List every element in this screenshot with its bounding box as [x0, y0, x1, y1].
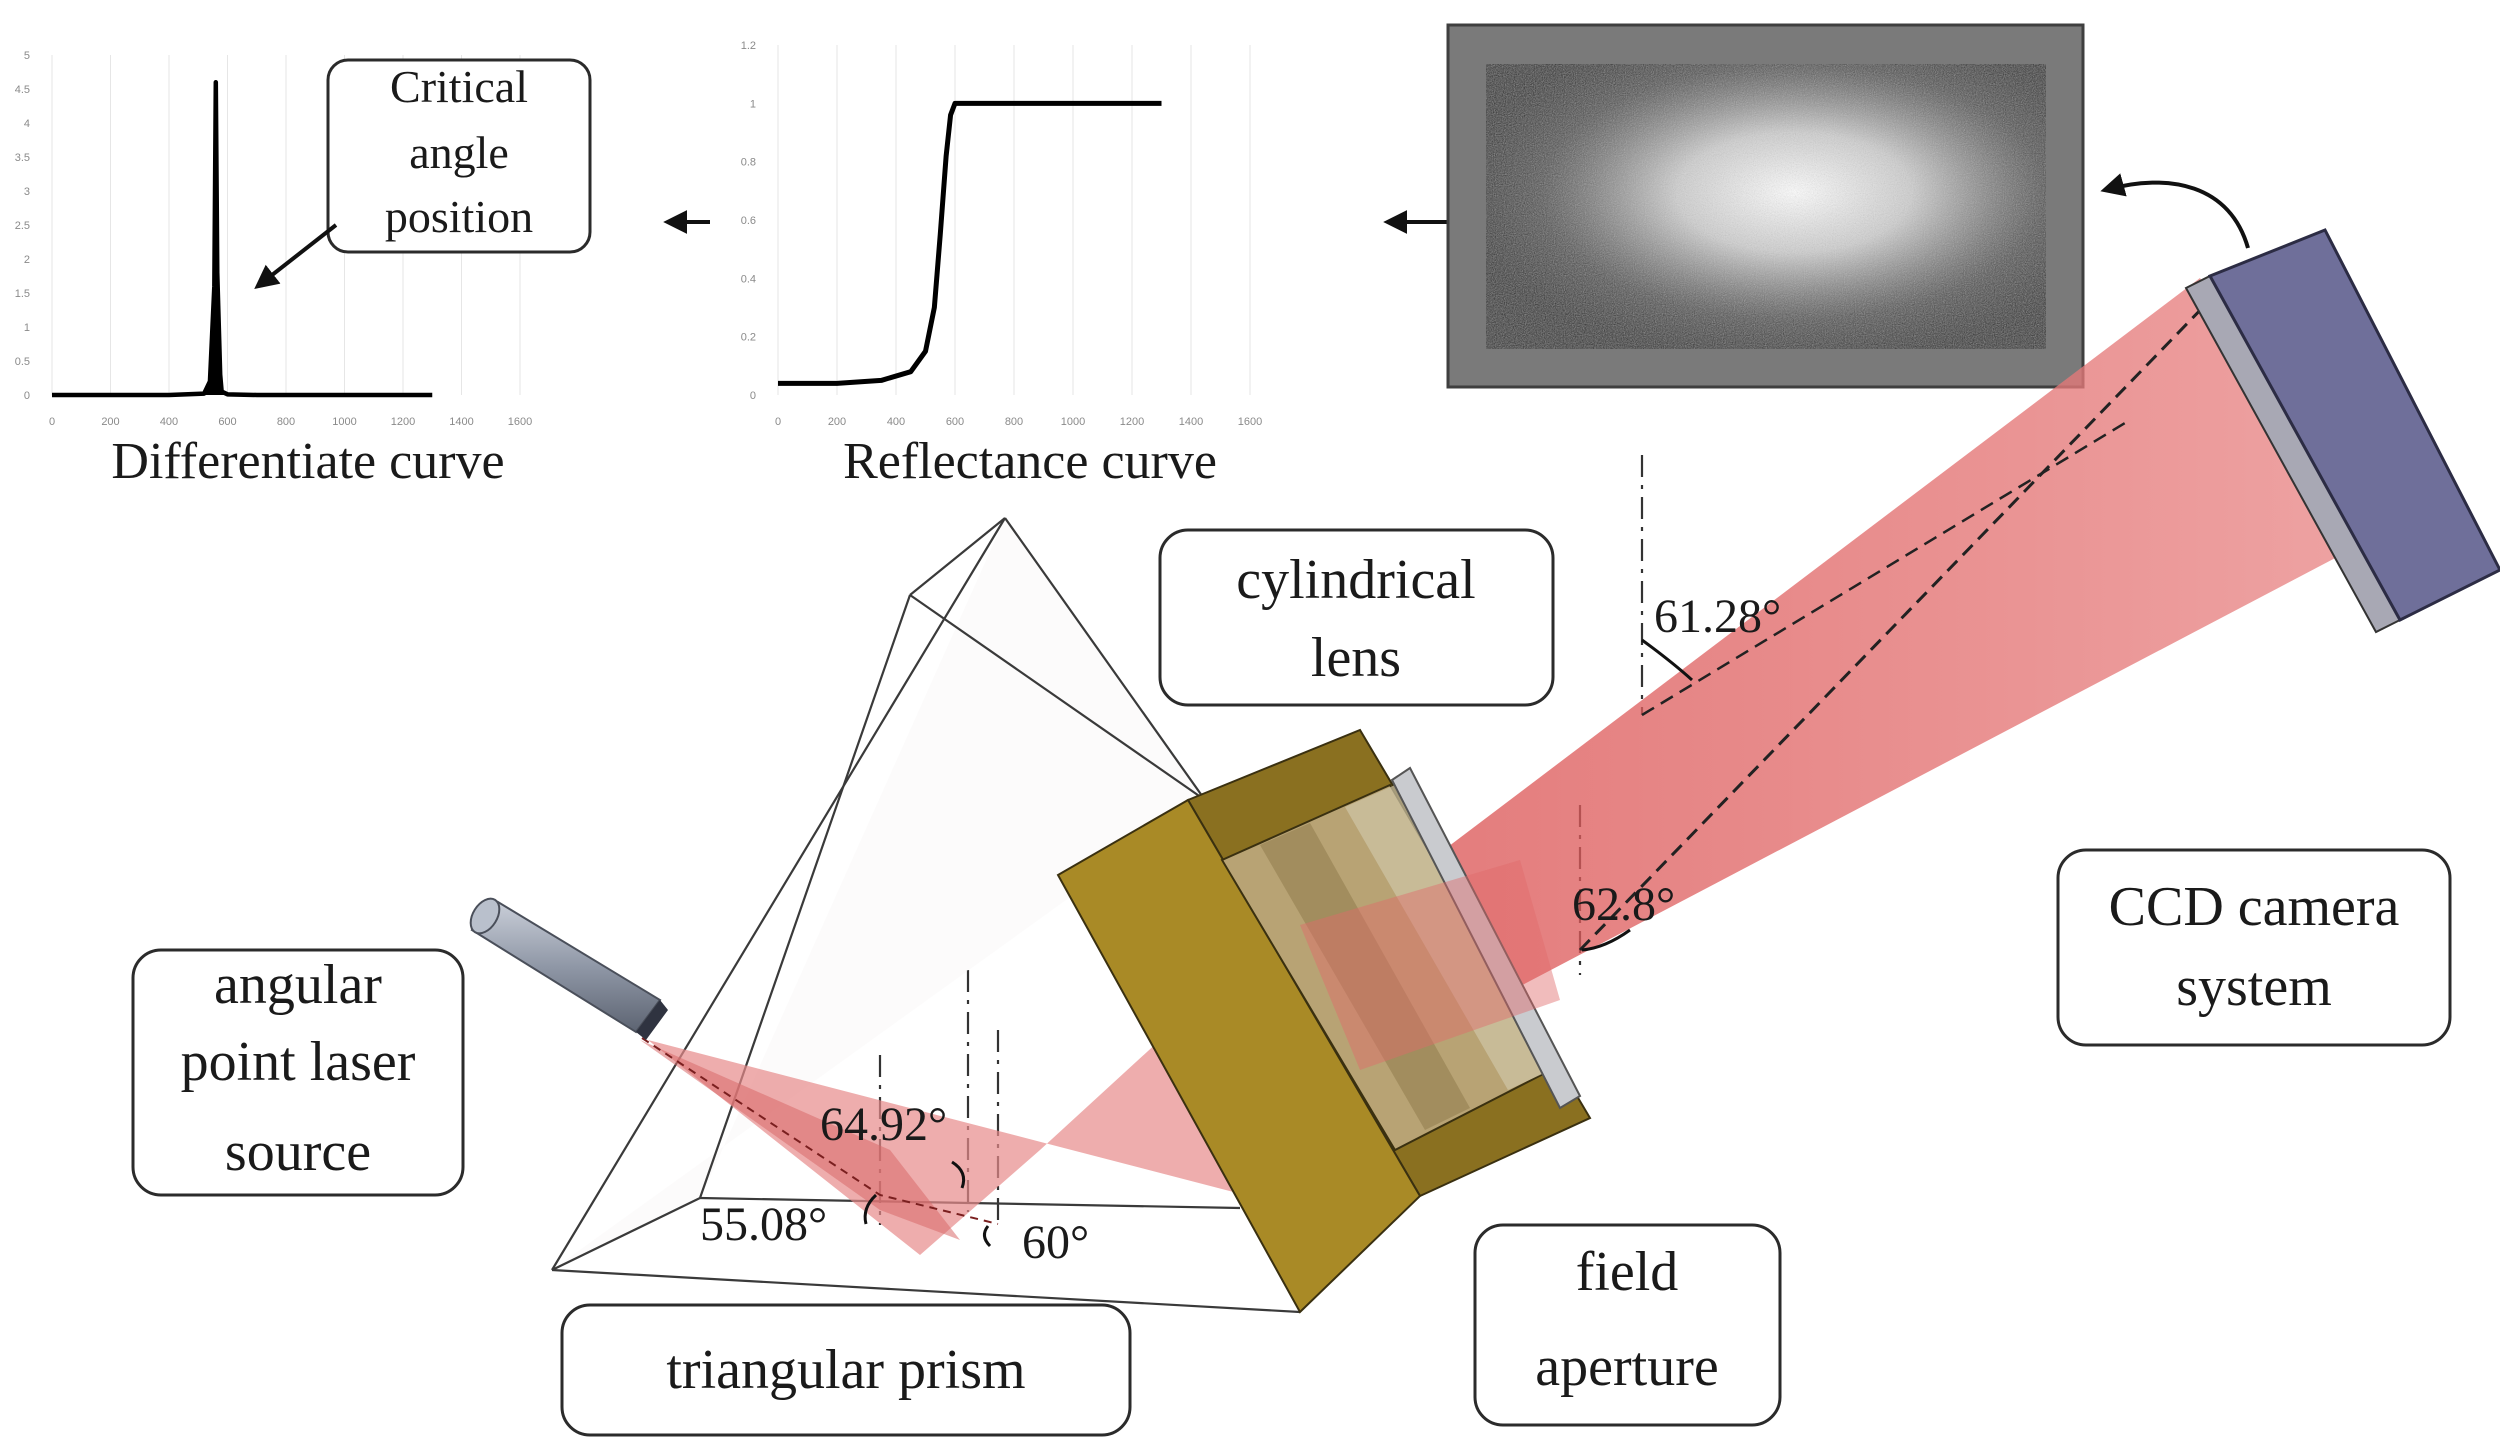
field-aperture-label: field aperture	[1473, 1223, 1782, 1427]
critical-angle-callout: Critical angle position	[254, 58, 592, 289]
y-tick-label: 0.4	[741, 273, 756, 285]
differentiate-caption: Differentiate curve	[111, 433, 504, 490]
angle-arc-61	[1641, 638, 1694, 682]
beam-in-prism	[648, 1040, 1245, 1255]
triangular-prism-label: triangular prism	[560, 1303, 1132, 1437]
y-tick-label: 3	[24, 186, 30, 198]
laser-source-line-2: point laser	[181, 1031, 416, 1093]
x-tick-label: 1400	[1179, 416, 1203, 428]
angle-arc-60	[983, 1225, 992, 1248]
y-tick-label: 4.5	[15, 84, 30, 96]
laser-source-body	[469, 897, 668, 1040]
x-tick-label: 400	[160, 416, 178, 428]
ccd-camera-body	[2184, 228, 2500, 634]
reflectance-chart: 0 0.2 0.4 0.6 0.8 1 1.2 0 200 400 600 800 1000 1200 14…	[741, 40, 1263, 428]
triangular-prism-text: triangular prism	[666, 1339, 1025, 1401]
y-tick-label: 5	[24, 50, 30, 62]
cylindrical-lens-element	[1390, 766, 1582, 1110]
x-tick-label: 1600	[508, 416, 532, 428]
callout-line-1: Critical	[390, 61, 528, 112]
callout-line-2: angle	[409, 127, 509, 178]
y-tick-label: 0.6	[741, 215, 756, 227]
x-tick-label: 1000	[1061, 416, 1085, 428]
y-tick-label: 0.2	[741, 332, 756, 344]
angle-64-92: 64.92°	[820, 1098, 947, 1151]
camera-to-screen-arrow	[2100, 173, 2250, 249]
y-tick-label: 1	[750, 98, 756, 110]
callout-pointer	[254, 223, 338, 289]
x-tick-label: 400	[887, 416, 905, 428]
cylindrical-lens-line-2: lens	[1311, 627, 1401, 689]
y-tick-label: 2	[24, 254, 30, 266]
x-tick-label: 1600	[1238, 416, 1262, 428]
field-aperture-line-2: aperture	[1535, 1336, 1718, 1398]
triangular-prism	[551, 517, 1301, 1314]
cylindrical-lens-label: cylindrical lens	[1158, 528, 1555, 707]
x-tick-label: 200	[828, 416, 846, 428]
x-tick-label: 0	[775, 416, 781, 428]
angle-55-08: 55.08°	[700, 1198, 827, 1251]
y-tick-label: 1.5	[15, 288, 30, 300]
ccd-image-screen	[1446, 23, 2085, 389]
callout-line-3: position	[385, 191, 533, 242]
x-tick-label: 600	[946, 416, 964, 428]
y-tick-label: 0	[24, 390, 30, 402]
beam-entry-fan	[640, 1040, 960, 1240]
angle-60: 60°	[1022, 1216, 1089, 1269]
x-tick-label: 0	[49, 416, 55, 428]
x-tick-label: 1400	[449, 416, 473, 428]
ccd-camera-line-2: system	[2176, 956, 2332, 1018]
cylindrical-lens-line-1: cylindrical	[1236, 549, 1475, 611]
beam-to-camera	[1305, 278, 2360, 1065]
laser-source-label: angular point laser source	[131, 948, 465, 1197]
reflectance-caption: Reflectance curve	[843, 433, 1217, 490]
y-tick-label: 3.5	[15, 152, 30, 164]
x-tick-label: 800	[277, 416, 295, 428]
angle-arc-55	[863, 1193, 878, 1225]
field-aperture-assembly	[1056, 728, 1592, 1314]
x-tick-label: 1200	[391, 416, 415, 428]
angle-arc-62	[1581, 928, 1631, 952]
y-tick-label: 0.8	[741, 157, 756, 169]
y-tick-label: 4	[24, 118, 30, 130]
y-tick-label: 0.5	[15, 356, 30, 368]
laser-source-line-3: source	[225, 1121, 371, 1183]
beam-edge-dashed	[1578, 298, 2212, 952]
angle-61-28: 61.28°	[1654, 590, 1781, 643]
y-tick-label: 0	[750, 390, 756, 402]
angle-62-8: 62.8°	[1572, 878, 1675, 931]
x-tick-label: 1000	[332, 416, 356, 428]
laser-ray	[641, 1037, 999, 1225]
y-tick-label: 2.5	[15, 220, 30, 232]
laser-source-line-1: angular	[214, 954, 382, 1016]
beam-edge-dashed-top	[1641, 418, 2131, 717]
y-tick-label: 1.2	[741, 40, 756, 52]
field-aperture-line-1: field	[1576, 1241, 1679, 1303]
x-tick-label: 600	[218, 416, 236, 428]
y-tick-label: 1	[24, 322, 30, 334]
angle-arc-64	[951, 1160, 966, 1189]
x-tick-label: 1200	[1120, 416, 1144, 428]
x-tick-label: 200	[101, 416, 119, 428]
ccd-camera-line-1: CCD camera	[2109, 876, 2400, 938]
series-line	[778, 100, 1162, 386]
x-tick-label: 800	[1005, 416, 1023, 428]
ccd-camera-label: CCD camera system	[2056, 848, 2452, 1047]
series-line	[52, 79, 433, 398]
